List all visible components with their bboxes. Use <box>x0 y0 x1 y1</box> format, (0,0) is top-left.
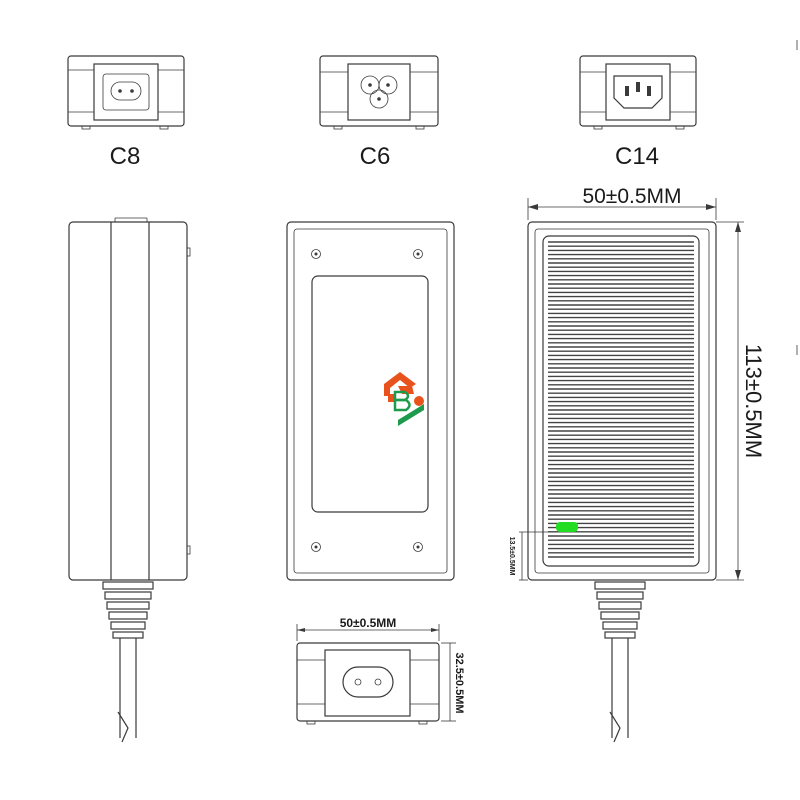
brand-logo-icon <box>384 372 424 426</box>
label-area <box>311 275 429 513</box>
connector-label-c6: C6 <box>360 143 391 170</box>
dc-cable <box>609 638 629 743</box>
figure-8-socket-icon <box>110 81 142 101</box>
iec-c14-socket-icon <box>613 75 663 109</box>
heat-fins <box>548 241 694 558</box>
dimension-height-label: 113±0.5MM <box>741 344 766 458</box>
dc-cable <box>117 638 137 743</box>
connector-c8 <box>67 55 185 130</box>
dimension-end-width-label: 50±0.5MM <box>340 616 397 630</box>
cloverleaf-socket-icon <box>360 75 398 109</box>
dimension-top-width-label: 50±0.5MM <box>582 185 681 208</box>
strain-relief <box>102 581 154 639</box>
bottom-view <box>286 221 455 581</box>
strain-relief <box>594 581 646 639</box>
connector-label-c8: C8 <box>110 143 141 170</box>
side-view <box>68 217 191 743</box>
top-view <box>527 221 717 743</box>
connector-label-c14: C14 <box>615 143 659 170</box>
status-led-icon <box>556 522 578 532</box>
dimension-top-width <box>527 198 717 220</box>
connector-c6 <box>319 55 439 130</box>
dimension-height <box>716 221 744 581</box>
screw-icon <box>311 249 423 552</box>
dimension-led-offset <box>519 531 556 581</box>
dimension-end-height-label: 32.5±0.5MM <box>453 652 465 713</box>
dimension-led-offset-label: 13.5±0.5MM <box>508 537 515 576</box>
end-view <box>296 624 456 725</box>
figure-8-socket-icon <box>342 666 394 698</box>
connector-c14 <box>579 55 697 130</box>
